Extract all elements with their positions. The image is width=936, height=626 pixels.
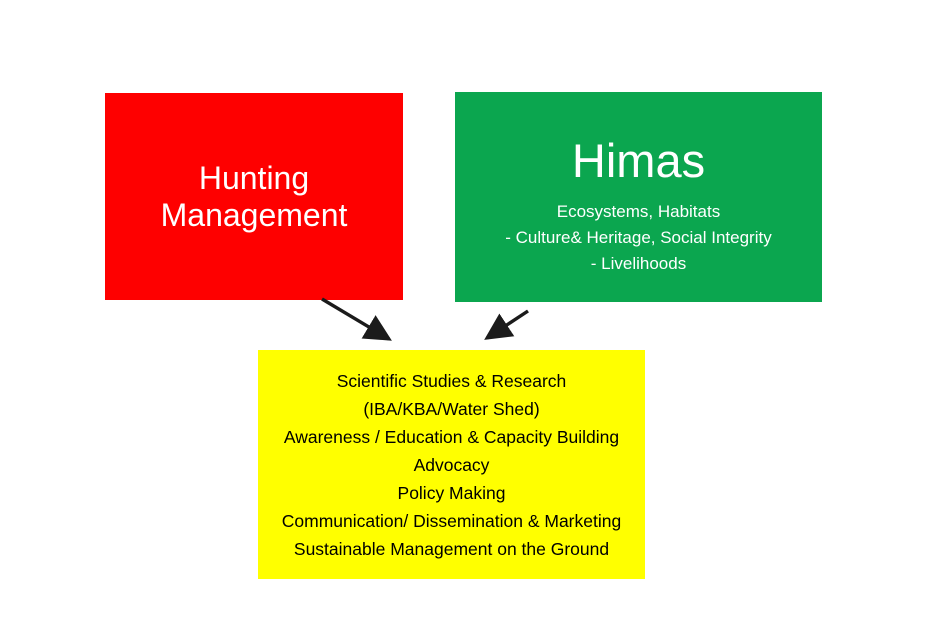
himas-detail-line: Ecosystems, Habitats bbox=[556, 202, 721, 221]
arrow-himas-to-activities-icon bbox=[484, 309, 529, 340]
hunting-management-title-line1: Hunting bbox=[198, 159, 310, 196]
activities-line: Awareness / Education & Capacity Buildin… bbox=[283, 426, 620, 447]
himas-title: Himas bbox=[571, 134, 706, 187]
activities-line: Advocacy bbox=[413, 454, 490, 475]
himas-details: Ecosystems, Habitats - Culture& Heritage… bbox=[505, 199, 771, 277]
activities-line: Communication/ Dissemination & Marketing bbox=[281, 510, 622, 531]
activities-line: Scientific Studies & Research bbox=[336, 370, 567, 391]
activities-box: Scientific Studies & Research (IBA/KBA/W… bbox=[258, 350, 645, 579]
himas-detail-line: - Livelihoods bbox=[590, 254, 687, 273]
hunting-management-box: Hunting Management bbox=[105, 93, 403, 300]
arrow-hunting-to-activities-icon bbox=[321, 297, 392, 341]
hunting-management-title-line2: Management bbox=[160, 196, 348, 233]
himas-detail-line: - Culture& Heritage, Social Integrity bbox=[505, 228, 772, 247]
activities-line: (IBA/KBA/Water Shed) bbox=[363, 398, 540, 419]
activities-line: Sustainable Management on the Ground bbox=[293, 538, 610, 559]
activities-line: Policy Making bbox=[397, 482, 506, 503]
himas-box: Himas Ecosystems, Habitats - Culture& He… bbox=[455, 92, 822, 302]
